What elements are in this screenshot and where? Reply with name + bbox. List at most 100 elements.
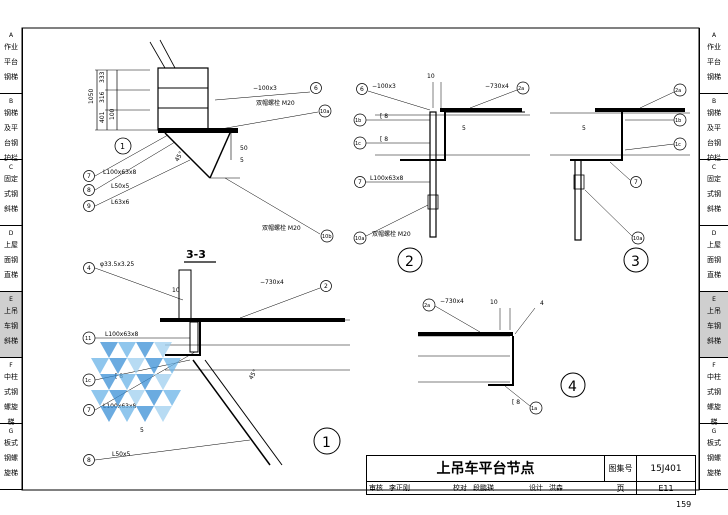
d1-callout-1c-text: [ 8 xyxy=(115,373,123,380)
checker-name: 段鹏瑛 xyxy=(473,484,494,492)
d1-callout-7-num: 7 xyxy=(87,407,91,414)
dim-401: 401 xyxy=(99,111,106,123)
tab-letter: E xyxy=(712,296,716,303)
callout-8-text: L50x5 xyxy=(111,183,130,190)
dim-1050: 1050 xyxy=(88,89,95,104)
callout-8-num: 8 xyxy=(87,187,91,194)
tab-text: 板式 xyxy=(707,439,721,447)
d4-dim-10: 10 xyxy=(490,299,498,306)
tab-letter: E xyxy=(9,296,13,303)
tab-text: 护栏 xyxy=(4,154,18,162)
tab-text: 上吊 xyxy=(707,307,721,315)
atlas-number: 15J401 xyxy=(637,456,695,482)
page-number: 159 xyxy=(676,500,692,509)
tab-text: 中柱 xyxy=(707,373,721,381)
tab-text: 车钢 xyxy=(4,322,18,330)
d1-callout-4-num: 4 xyxy=(87,265,91,272)
tab-letter: A xyxy=(711,32,717,39)
tab-text: 式钢 xyxy=(707,388,721,396)
tab-text: 台钢 xyxy=(4,139,18,147)
d1-weld-5: 5 xyxy=(140,427,144,434)
callout-7-text: L100x63x8 xyxy=(103,169,137,176)
d2-callout-6-text: −100x3 xyxy=(372,83,396,90)
d4-callout-2a-text: −730x4 xyxy=(440,298,464,305)
tab-text: 平台 xyxy=(4,58,18,66)
d1-callout-8-text: L50x5 xyxy=(112,451,131,458)
d4-callout-1a-text: [ 8 xyxy=(512,399,520,406)
tab-text: 作业 xyxy=(4,43,18,51)
d1-callout-8-num: 8 xyxy=(87,457,91,464)
detail1-label: 1 xyxy=(322,435,331,451)
d2-callout-2a-num: 2a xyxy=(518,86,524,92)
tab-text: 钢螺 xyxy=(4,454,18,462)
category-tab-g[interactable]: G 板式钢螺旋梯 xyxy=(700,424,728,490)
detail-4: 10 2a −730x4 4 [ 8 1a 4 xyxy=(418,298,586,415)
tab-letter: A xyxy=(8,32,14,39)
detail-3: 2a 1b 1c 7 10a 5 3 xyxy=(550,83,690,273)
tab-text: 钢螺 xyxy=(707,454,721,462)
d4-weld-4: 4 xyxy=(540,300,544,307)
callout-6-num: 6 xyxy=(314,85,318,92)
section-3-3: 1050 401 316 333 100 50 45° 5 1 7 L xyxy=(83,39,334,263)
tab-text: 板式 xyxy=(4,439,18,447)
callout-1: 1 xyxy=(120,142,125,151)
d3-callout-1c-num: 1c xyxy=(675,142,681,148)
d2-callout-10a-num: 10a xyxy=(355,236,364,242)
page-code: E11 xyxy=(658,484,674,493)
d2-callout-1b-text: [ 8 xyxy=(380,113,388,120)
tab-text: 钢梯 xyxy=(707,109,721,117)
tab-text: 车钢 xyxy=(707,322,721,330)
review-label: 审核 xyxy=(369,484,383,492)
callout-6-text: −100x3 xyxy=(253,85,277,92)
tab-text: 旋梯 xyxy=(707,469,721,477)
page-label: 页 xyxy=(605,482,637,495)
tab-text: 斜梯 xyxy=(4,205,18,213)
tab-text: 螺旋 xyxy=(4,403,18,411)
d1-callout-2-num: 2 xyxy=(324,283,328,290)
tab-letter: D xyxy=(8,230,14,237)
tab-text: 及平 xyxy=(707,124,721,132)
tab-letter: G xyxy=(711,428,717,435)
weld-5: 5 xyxy=(240,157,244,164)
tab-text: 作业 xyxy=(707,43,721,51)
detail4-label: 4 xyxy=(568,379,577,395)
detail2-label: 2 xyxy=(405,254,414,270)
design-label: 设计 xyxy=(529,484,543,492)
d2-callout-1b-num: 1b xyxy=(355,118,361,124)
tab-text: 式钢 xyxy=(4,190,18,198)
section-label-3-3: 3-3 xyxy=(186,248,206,261)
tab-text: 直梯 xyxy=(4,271,18,279)
signature-row: 审核 李正刚 校对 段鹏瑛 设计 洪森 xyxy=(367,482,605,495)
dim-333: 333 xyxy=(99,71,106,83)
d3-callout-7-num: 7 xyxy=(634,179,638,186)
d2-callout-2a-text: −730x4 xyxy=(485,83,509,90)
d2-callout-1c-num: 1c xyxy=(355,141,361,147)
tab-text: 面钢 xyxy=(707,256,721,264)
tab-text: 梯 xyxy=(710,418,718,426)
tab-letter: D xyxy=(711,230,717,237)
detail2-dim-10: 10 xyxy=(427,73,435,80)
tab-letter: B xyxy=(711,98,717,105)
callout-10a-text: 双帽螺栓 M20 xyxy=(256,99,295,107)
check-label: 校对 xyxy=(453,484,467,492)
tab-text: 上屋 xyxy=(4,241,18,249)
callout-9-text: L63x6 xyxy=(111,199,130,206)
d3-callout-1b-num: 1b xyxy=(675,118,681,124)
tab-text: 旋梯 xyxy=(4,469,18,477)
drawing-title: 上吊车平台节点 xyxy=(367,456,605,482)
